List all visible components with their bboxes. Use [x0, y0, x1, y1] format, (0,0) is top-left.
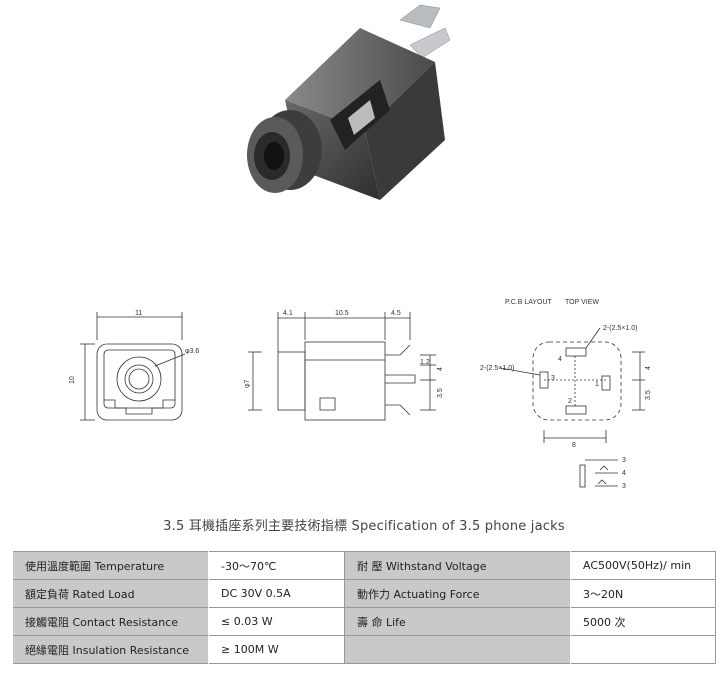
side-dim-e: 4	[437, 367, 444, 371]
spec-key: 壽 命 Life	[344, 607, 571, 636]
pin-schematic	[579, 459, 618, 488]
pcb-layout-label: P.C.B LAYOUT	[505, 299, 553, 306]
pcb-dim-35: 3.5	[645, 390, 652, 400]
pcb-dim-4: 4	[645, 366, 652, 370]
spec-value: DC 30V 0.5A	[208, 579, 345, 608]
spec-value: 5000 次	[570, 607, 716, 636]
pcb-dim-8: 8	[572, 442, 576, 449]
spec-key: 耐 壓 Withstand Voltage	[344, 551, 571, 580]
pcb-pad-left: 2-(2.5×1.0)	[480, 365, 514, 372]
front-hole-dia: φ3.6	[185, 348, 199, 355]
spec-title: 3.5 耳機插座系列主要技術指標 Specification of 3.5 ph…	[163, 519, 565, 534]
side-dim-f: 3.5	[437, 388, 444, 398]
pcb-pin-1: 1	[595, 381, 599, 388]
table-row: 接觸電阻 Contact Resistance ≤ 0.03 W 壽 命 Lif…	[12, 607, 716, 636]
side-dim-b: 10.5	[335, 310, 349, 317]
front-view	[80, 312, 186, 421]
spec-value: AC500V(50Hz)/ min	[570, 551, 716, 580]
spec-table: 使用溫度範圍 Temperature -30～70℃ 耐 壓 Withstand…	[12, 551, 716, 664]
side-view	[248, 312, 436, 421]
spec-value: -30～70℃	[208, 551, 345, 580]
table-row: 絕緣電阻 Insulation Resistance ≥ 100M W	[12, 635, 716, 664]
side-diameter: φ7	[244, 379, 251, 388]
spec-value: 3～20N	[570, 579, 716, 608]
spec-key: 使用溫度範圍 Temperature	[12, 551, 209, 580]
front-width: 11	[135, 310, 142, 317]
table-row: 額定負荷 Rated Load DC 30V 0.5A 動作力 Actuatin…	[12, 579, 716, 608]
spec-value: ≥ 100M W	[208, 635, 345, 664]
spec-value	[570, 635, 716, 664]
front-height: 10	[69, 376, 76, 384]
spec-key: 接觸電阻 Contact Resistance	[12, 607, 209, 636]
product-photo	[247, 4, 451, 200]
pcb-pad-top: 2-(2.5×1.0)	[603, 325, 637, 332]
spec-key: 動作力 Actuating Force	[344, 579, 571, 608]
schematic-pin-4: 4	[622, 470, 626, 477]
pcb-pin-3: 3	[551, 375, 555, 382]
spec-value: ≤ 0.03 W	[208, 607, 345, 636]
pcb-layout	[499, 327, 645, 443]
schematic-pin-3b: 3	[622, 483, 626, 490]
spec-key: 額定負荷 Rated Load	[12, 579, 209, 608]
technical-drawings: P.C.B LAYOUT TOP VIEW 11 10 φ3.6 4.1 10.…	[69, 299, 652, 490]
table-row: 使用溫度範圍 Temperature -30～70℃ 耐 壓 Withstand…	[12, 551, 716, 580]
spec-key	[344, 635, 571, 664]
top-view-label: TOP VIEW	[565, 299, 599, 306]
pcb-pin-2: 2	[568, 398, 572, 405]
spec-key: 絕緣電阻 Insulation Resistance	[12, 635, 209, 664]
pcb-pin-4: 4	[558, 356, 562, 363]
side-dim-d: 1.2	[420, 359, 430, 366]
side-dim-c: 4.5	[391, 310, 401, 317]
side-dim-a: 4.1	[283, 310, 293, 317]
schematic-pin-3a: 3	[622, 457, 626, 464]
